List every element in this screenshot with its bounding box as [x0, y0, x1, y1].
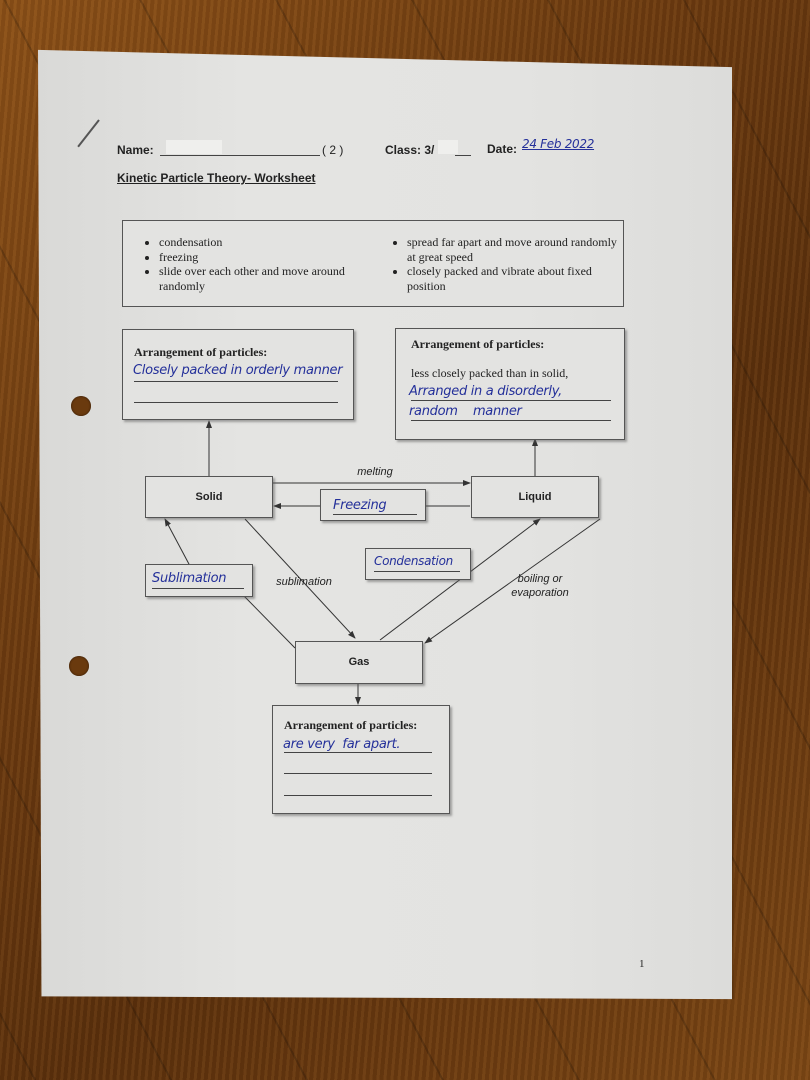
gas-arrangement-title: Arrangement of particles: [284, 718, 418, 732]
evaporation-label: evaporation [511, 587, 569, 599]
date-label: Date: [487, 142, 518, 156]
boiling-label: boiling or [517, 573, 563, 585]
word-bank-item: freezing [159, 250, 359, 265]
word-bank-item: slide over each other and move around ra… [159, 264, 359, 293]
state-liquid: Liquid [471, 476, 599, 518]
gas-arrangement-answer: are very far apart. [283, 737, 401, 752]
gas-arrangement-box: Arrangement of particles: are very far a… [272, 705, 450, 814]
name-line [160, 155, 320, 156]
word-bank-right: spread far apart and move around randoml… [371, 235, 627, 293]
liquid-arrangement-printed: less closely packed than in solid, [411, 366, 569, 380]
word-bank-item: spread far apart and move around randoml… [407, 235, 627, 264]
liquid-arrangement-answer-2: random manner [409, 404, 522, 419]
date-value: 24 Feb 2022 [522, 137, 595, 151]
word-bank-item: condensation [159, 235, 359, 250]
state-gas: Gas [295, 641, 423, 684]
sublimation-answer-box: Sublimation [145, 564, 253, 597]
state-solid: Solid [145, 476, 273, 518]
condensation-answer: Condensation [374, 554, 453, 568]
name-redaction [166, 140, 222, 154]
sublimation-answer: Sublimation [152, 571, 227, 586]
answer-line [411, 420, 611, 421]
answer-line [411, 400, 611, 401]
process-boiling-evaporation: boiling or evaporation [500, 572, 580, 600]
answer-line [333, 514, 417, 515]
class-label: Class: 3/ [385, 143, 435, 157]
process-melting: melting [357, 466, 393, 478]
condensation-answer-box: Condensation [365, 548, 471, 580]
answer-line [284, 795, 432, 796]
class-redaction [438, 140, 458, 154]
word-bank-left: condensation freezing slide over each ot… [123, 235, 359, 293]
worksheet-title: Kinetic Particle Theory- Worksheet [117, 171, 316, 185]
solid-arrangement-answer: Closely packed in orderly manner [133, 363, 343, 378]
punch-hole-top [71, 396, 91, 416]
solid-arrangement-box: Arrangement of particles: Closely packed… [122, 329, 354, 420]
liquid-arrangement-box: Arrangement of particles: less closely p… [395, 328, 625, 440]
answer-line [284, 752, 432, 753]
process-sublimation: sublimation [276, 576, 332, 588]
punch-hole-bottom [69, 656, 89, 676]
liquid-arrangement-title: Arrangement of particles: [411, 337, 545, 351]
answer-line [134, 402, 338, 403]
answer-line [284, 773, 432, 774]
page-number: 1 [639, 958, 645, 970]
liquid-arrangement-answer-1: Arranged in a disorderly, [409, 384, 562, 399]
solid-arrangement-title: Arrangement of particles: [134, 345, 268, 359]
answer-line [152, 588, 244, 589]
class-line [455, 155, 471, 156]
freezing-answer: Freezing [333, 498, 387, 513]
word-bank: condensation freezing slide over each ot… [122, 220, 624, 307]
register-number: ( 2 ) [322, 143, 344, 157]
worksheet-paper [38, 49, 732, 1000]
freezing-answer-box: Freezing [320, 489, 426, 521]
answer-line [134, 381, 338, 382]
name-label: Name: [117, 143, 154, 157]
word-bank-item: closely packed and vibrate about fixed p… [407, 264, 627, 293]
answer-line [374, 571, 460, 572]
